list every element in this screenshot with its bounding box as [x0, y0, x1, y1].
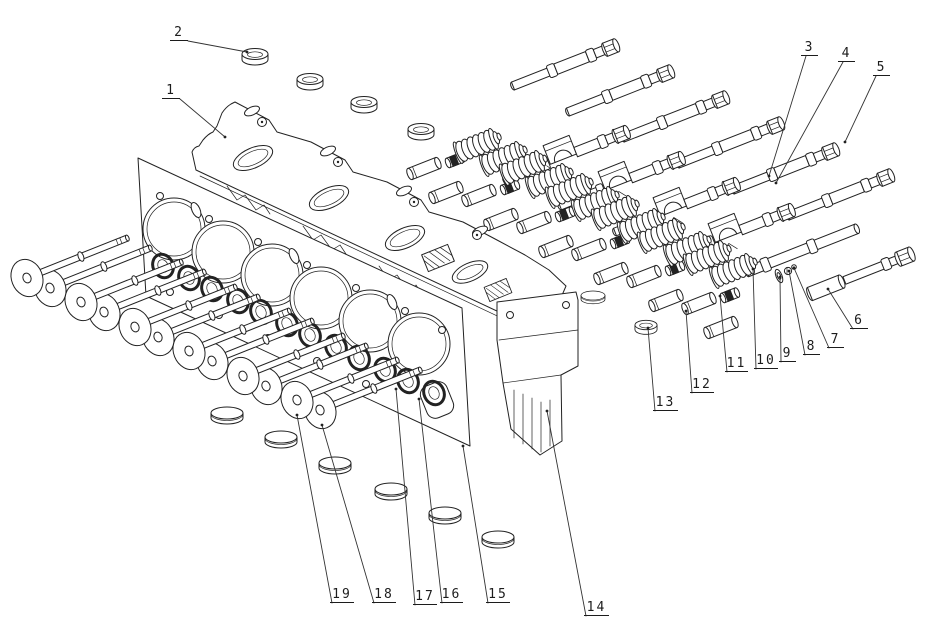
callout-label-13: 13 [653, 395, 678, 411]
cup-plug [318, 456, 352, 475]
leader-dot-6 [826, 287, 830, 291]
spring-retainer [774, 268, 784, 284]
gasket-bores [142, 197, 451, 376]
leader-line-11 [719, 295, 728, 373]
leader-line-6 [827, 288, 854, 330]
leader-dot-12 [684, 309, 688, 313]
callout-label-2: 2 [170, 25, 188, 41]
callout-label-7: 7 [827, 332, 844, 348]
rocker-shaft-assemblies [496, 113, 916, 302]
callout-label-9: 9 [779, 346, 796, 362]
callout-label-19: 19 [330, 587, 354, 603]
intake-ports [232, 144, 489, 284]
valve-guide [701, 314, 741, 341]
cylinder-head-end [496, 291, 579, 456]
leader-line-13 [647, 327, 656, 412]
leader-dot-19 [295, 413, 299, 417]
leader-dot-14 [545, 409, 549, 413]
leader-dot-7 [792, 266, 796, 270]
leader-line-12 [685, 310, 693, 394]
cup-plug [634, 319, 658, 335]
valve-guide [481, 206, 521, 233]
leader-dot-15 [461, 444, 465, 448]
leader-line-17 [395, 388, 416, 606]
callout-label-6: 6 [850, 313, 868, 329]
callout-label-15: 15 [486, 587, 510, 603]
leader-line-9 [779, 276, 782, 363]
valve-guide [459, 182, 499, 209]
leader-line-18 [321, 424, 375, 604]
valve-stem-seal [718, 286, 742, 304]
leader-line-14 [546, 410, 587, 617]
valve-guide [404, 155, 444, 182]
valve-guide [514, 209, 554, 236]
cup-plug [428, 506, 462, 525]
cup-plug [481, 530, 515, 549]
callout-label-10: 10 [754, 353, 778, 369]
leader-line-16 [418, 398, 443, 604]
leader-dot-1 [223, 135, 227, 139]
cup-plug [407, 123, 435, 141]
leader-dot-2 [245, 50, 249, 54]
callout-label-1: 1 [162, 83, 180, 99]
bolt [618, 89, 732, 146]
callout-label-14: 14 [584, 600, 609, 616]
leader-line-8 [788, 270, 806, 356]
leader-dot-3 [767, 174, 771, 178]
leader-line-4 [775, 61, 844, 184]
cup-plug [296, 73, 324, 91]
rocker-shaft [743, 223, 861, 278]
leader-line-7 [793, 267, 830, 349]
valve-guide [536, 233, 576, 260]
callout-label-4: 4 [838, 46, 855, 62]
bolt [728, 141, 842, 198]
leader-line-3 [768, 55, 807, 177]
valve-guide [569, 236, 609, 263]
callout-label-3: 3 [801, 40, 818, 56]
leader-dot-9 [778, 275, 782, 279]
leader-line-5 [844, 75, 877, 143]
cup-plug [210, 406, 244, 425]
valve-guide [426, 179, 466, 206]
callout-label-8: 8 [803, 339, 820, 355]
callout-leader-lines [179, 40, 877, 617]
head-gasket [137, 157, 471, 447]
leader-line-10 [752, 268, 757, 370]
leader-dot-16 [417, 397, 421, 401]
leader-line-19 [296, 414, 333, 604]
callout-label-17: 17 [413, 589, 437, 605]
bolt [783, 167, 897, 224]
bolt [563, 63, 677, 120]
bolt [673, 115, 787, 172]
callout-label-16: 16 [440, 587, 463, 603]
cup-plug [264, 430, 298, 449]
leader-line-2 [187, 40, 248, 53]
bolt [508, 37, 622, 94]
callout-label-11: 11 [725, 356, 748, 372]
cup-plug [374, 482, 408, 501]
callout-label-5: 5 [873, 60, 890, 76]
callout-label-12: 12 [690, 377, 714, 393]
valve-guide [646, 287, 686, 314]
leader-dot-11 [718, 294, 722, 298]
leader-dot-4 [774, 181, 778, 185]
callout-label-18: 18 [372, 587, 396, 603]
valve-guide [591, 260, 631, 287]
valve-guide [624, 263, 664, 290]
cup-plug [241, 48, 269, 66]
cup-plug [350, 96, 378, 114]
cup-plug [580, 290, 606, 305]
leader-dot-10 [751, 267, 755, 271]
leader-dot-8 [787, 269, 791, 273]
leader-dot-18 [320, 423, 324, 427]
leader-line-15 [462, 445, 489, 604]
leader-dot-5 [843, 140, 847, 144]
leader-line-1 [179, 98, 226, 138]
leader-dot-17 [394, 387, 398, 391]
leader-dot-13 [646, 326, 650, 330]
rocker-shaft-bolt-and-spacer [806, 246, 916, 302]
